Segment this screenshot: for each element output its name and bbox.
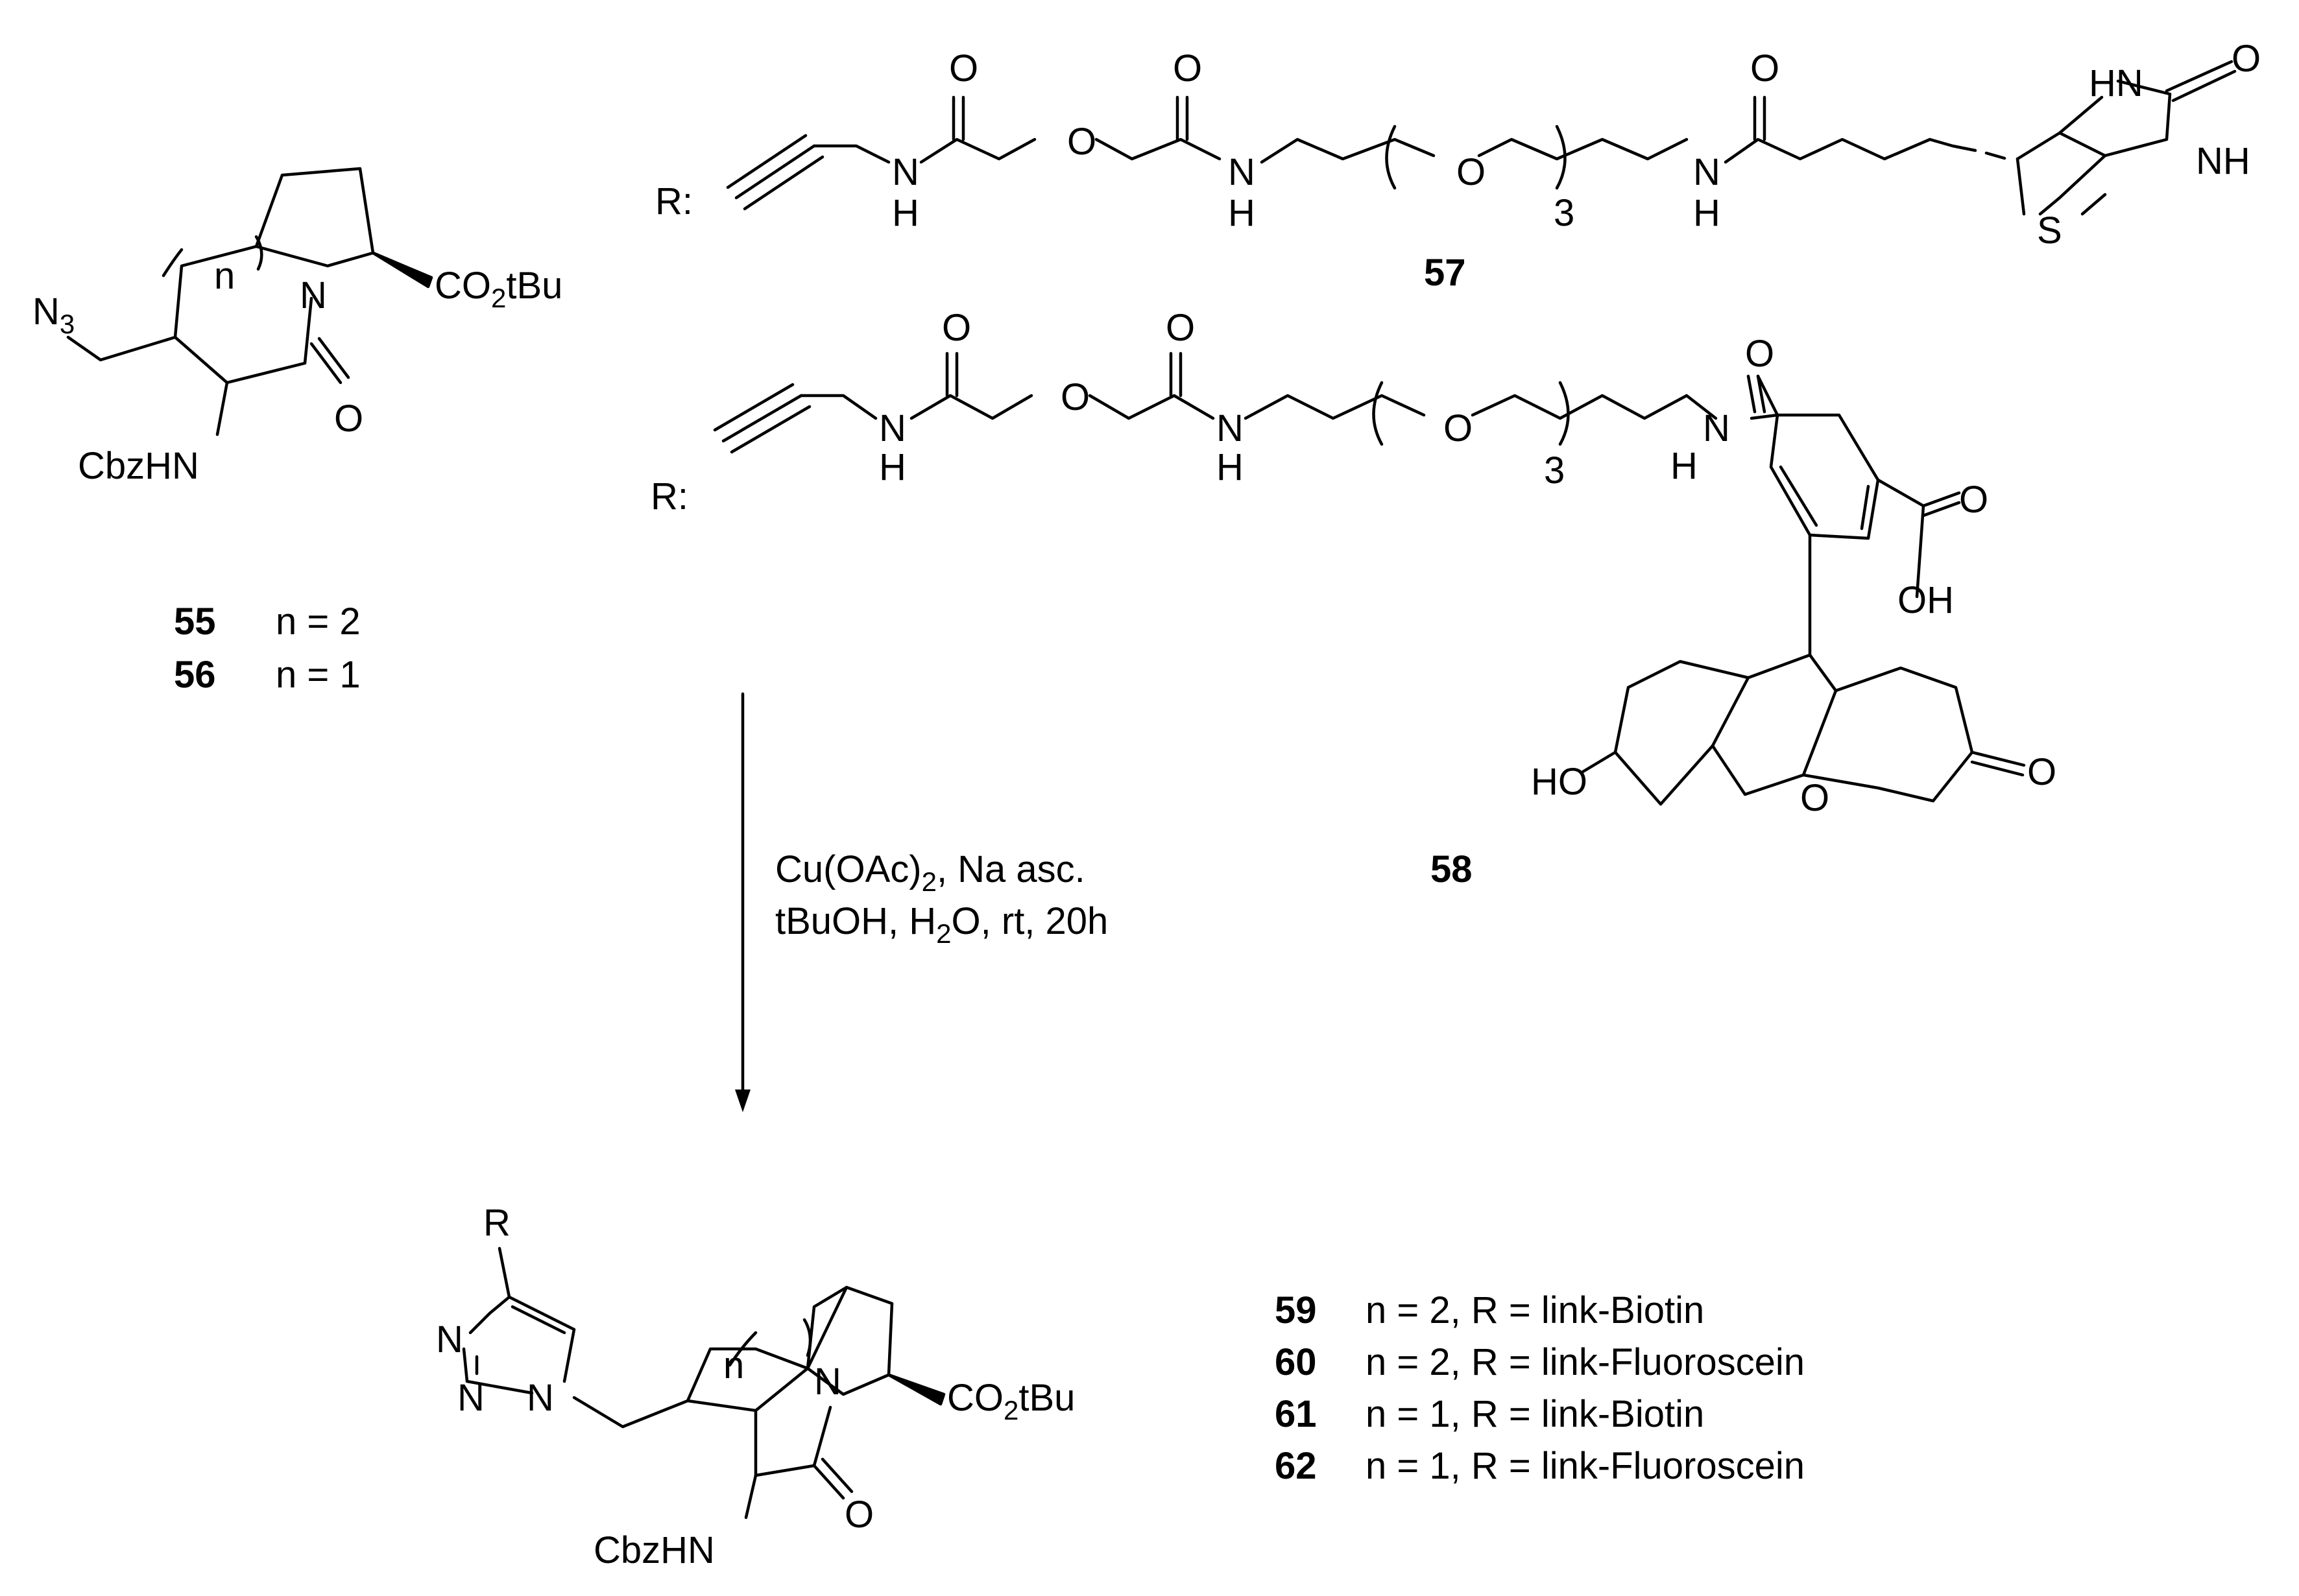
product-r-label: R	[483, 1202, 511, 1244]
r-substituent-bond	[498, 1246, 511, 1299]
lactam-ring	[173, 244, 313, 385]
product-ester: CO2tBu	[947, 1377, 1075, 1425]
compound-57-peg-paren-close	[1555, 125, 1567, 190]
compound-58-peg-o: O	[1443, 407, 1473, 449]
compound-57-r-label: R:	[655, 180, 693, 222]
compound-57-chain	[726, 60, 2237, 216]
compound-57-ether-o: O	[1067, 121, 1096, 163]
compound-57-o2: O	[1173, 47, 1202, 89]
compound-58-ether-o: O	[1061, 376, 1090, 418]
compound-58-acid-o: O	[1959, 479, 1988, 521]
reaction-conditions-line2: tBuOH, H2O, rt, 20h	[775, 900, 1108, 949]
compound-58-peg-paren-close	[1558, 381, 1570, 446]
product-carbonyl-o: O	[845, 1494, 874, 1536]
compound-55-azide: N3	[32, 291, 75, 339]
compound-55-ester: CO2tBu	[435, 265, 562, 313]
product-62-description: n = 1, R = link-Fluoroscein	[1366, 1445, 1805, 1487]
product-60-description: n = 2, R = link-Fluoroscein	[1366, 1341, 1805, 1383]
compound-58-ring-o: O	[1800, 777, 1829, 819]
compound-58-peg-repeat: 3	[1544, 449, 1565, 492]
product-59-description: n = 2, R = link-Biotin	[1366, 1289, 1704, 1331]
compound-58-chain	[713, 351, 2026, 806]
carbonyl-double-bond	[309, 337, 350, 385]
ring-size-paren-close	[254, 235, 263, 271]
product-62-number: 62	[1275, 1445, 1317, 1487]
compound-58-n1: N	[879, 407, 906, 449]
product-60-number: 60	[1275, 1341, 1317, 1383]
compound-58-o3: O	[1745, 333, 1774, 375]
compound-55-cbzhn: CbzHN	[78, 445, 199, 487]
product-triazole-n3: N	[527, 1377, 554, 1419]
compound-56-description: n = 1	[276, 654, 361, 696]
compound-58-n3: N	[1703, 407, 1730, 449]
compound-57-n1: N	[892, 151, 919, 193]
compound-57-h3: H	[1693, 192, 1720, 234]
reaction-conditions-line1: Cu(OAc)2, Na asc.	[775, 848, 1085, 897]
compound-58-keto-o: O	[2027, 751, 2056, 793]
compound-57-biotin-o: O	[2232, 38, 2261, 80]
benzoic-acid-ring	[1769, 413, 1880, 540]
product-ring-n: N	[814, 1361, 841, 1403]
product-triazole-n1: N	[436, 1318, 463, 1361]
alkyne-triple-bond	[726, 134, 825, 211]
compound-58-h1: H	[879, 446, 906, 488]
compound-56-number: 56	[174, 654, 216, 696]
product-legend: 59 n = 2, R = link-Biotin 60 n = 2, R = …	[1275, 1289, 1805, 1487]
compound-55-ring-n: N	[300, 274, 327, 316]
compound-58-h2: H	[1216, 446, 1244, 488]
ring-size-paren-open	[162, 248, 184, 278]
compound-58-peg-paren-open	[1372, 381, 1384, 446]
product-cbzhn: CbzHN	[594, 1529, 715, 1571]
wedge-bond	[371, 251, 433, 289]
compound-57-peg-paren-open	[1385, 125, 1397, 190]
azidomethyl-bond	[66, 335, 177, 362]
compound-57-n2: N	[1228, 151, 1255, 193]
product-61-description: n = 1, R = link-Biotin	[1366, 1393, 1704, 1435]
product-paren-close	[802, 1318, 812, 1357]
compound-57-biotin-nh1: HN	[2089, 62, 2143, 104]
product-59-number: 59	[1275, 1289, 1317, 1331]
compound-57-biotin-nh2: NH	[2196, 140, 2250, 182]
compound-55-description: n = 2	[276, 601, 361, 643]
amine-bond	[215, 381, 229, 436]
biotin-rings	[2016, 131, 2107, 216]
compound-55-carbonyl-o: O	[334, 398, 363, 440]
compound-58-h3: H	[1670, 445, 1698, 487]
compound-55-n-label: n	[214, 255, 235, 297]
product-triazole-n2: N	[457, 1377, 485, 1419]
reaction-arrow-head	[735, 1090, 751, 1112]
compound-55-number: 55	[174, 601, 216, 643]
compound-57-o1: O	[949, 47, 978, 89]
pyrrolidine-ring	[254, 167, 375, 268]
compound-58-n2: N	[1216, 407, 1244, 449]
compound-57-o3: O	[1750, 47, 1779, 89]
compound-57-biotin-s: S	[2037, 209, 2062, 252]
compound-58-r-label: R:	[651, 475, 688, 518]
compound-58-o2: O	[1166, 307, 1195, 349]
compound-58-o1: O	[942, 307, 971, 349]
compound-57-h2: H	[1228, 192, 1255, 234]
compound-58-acid-oh: OH	[1897, 579, 1954, 621]
product-61-number: 61	[1275, 1393, 1317, 1435]
compound-57-peg-o: O	[1456, 151, 1486, 193]
product-paren-open	[728, 1331, 758, 1367]
product-structure	[462, 1246, 946, 1519]
compound-57-number: 57	[1424, 252, 1466, 294]
compound-55-56-structure	[66, 167, 433, 436]
compound-58-phenol-ho: HO	[1531, 761, 1587, 803]
product-n-label: n	[723, 1344, 744, 1387]
compound-57-n3: N	[1693, 151, 1720, 193]
compound-58-number: 58	[1430, 848, 1473, 890]
compound-57-peg-repeat: 3	[1554, 192, 1574, 234]
compound-57-h1: H	[892, 192, 919, 234]
